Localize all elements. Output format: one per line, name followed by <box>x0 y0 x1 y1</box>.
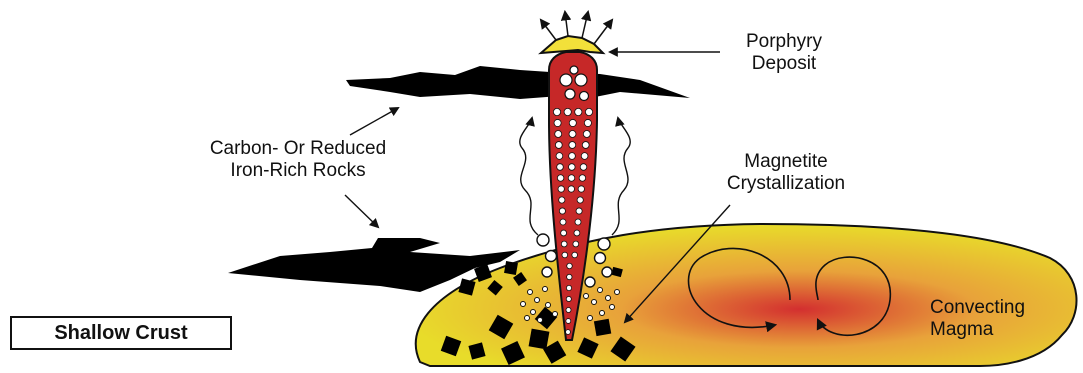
carbon-label-line2: Iron-Rich Rocks <box>178 160 418 182</box>
conduit-bubble <box>579 175 585 181</box>
conduit-bubble <box>569 119 576 126</box>
conduit-bubble <box>553 108 560 115</box>
convecting-label-line1: Convecting <box>930 297 1030 319</box>
magnetite-label-line1: Magnetite <box>706 151 866 173</box>
shallow-crust-legend-text: Shallow Crust <box>12 318 230 348</box>
carbon-rock-upper <box>346 66 690 99</box>
conduit-bubble <box>581 153 588 160</box>
conduit-bubble <box>575 108 582 115</box>
carbon-label-line1: Carbon- Or Reduced <box>178 138 418 160</box>
conduit-bubble <box>566 319 571 324</box>
conduit-bubble <box>557 164 564 171</box>
porphyry-deposit-cap <box>541 36 603 53</box>
conduit-bubble <box>582 142 589 149</box>
carbon-rocks-label: Carbon- Or Reduced Iron-Rich Rocks <box>178 138 418 182</box>
conduit-bubble <box>569 142 576 149</box>
conduit-bubble <box>562 252 568 258</box>
conduit-bubble <box>569 131 576 138</box>
conduit-bubble <box>560 74 572 86</box>
conduit-bubble <box>572 252 578 258</box>
conduit-bubble <box>566 285 571 290</box>
conduit-bubble <box>570 66 578 74</box>
conduit-bubble <box>561 241 567 247</box>
conduit-bubble <box>577 197 583 203</box>
porphyry-label-line2: Deposit <box>724 53 844 75</box>
conduit-bubble <box>555 131 562 138</box>
conduit-bubble <box>575 219 581 225</box>
conduit-bubble <box>568 186 574 192</box>
magnetite-label: Magnetite Crystallization <box>706 151 866 195</box>
conduit-bubble <box>565 89 575 99</box>
shallow-crust-legend: Shallow Crust <box>10 316 232 350</box>
conduit-bubble <box>566 330 571 335</box>
conduit-bubble <box>559 208 565 214</box>
conduit-bubble <box>561 230 567 236</box>
conduit-bubble <box>560 219 566 225</box>
conduit-bubble <box>567 274 572 279</box>
conduit-bubble <box>583 131 590 138</box>
conduit-bubble <box>580 92 589 101</box>
conduit-bubble <box>557 175 563 181</box>
magnetite-label-line2: Crystallization <box>706 173 866 195</box>
conduit-bubble <box>578 186 584 192</box>
conduit-bubble <box>555 142 562 149</box>
convecting-magma-label: Convecting Magma <box>930 297 1030 341</box>
conduit-bubble <box>576 208 582 214</box>
conduit-bubble <box>575 74 587 86</box>
conduit-bubble <box>566 307 571 312</box>
conduit-bubble <box>554 119 561 126</box>
conduit-bubble <box>564 108 571 115</box>
conduit-bubble <box>584 119 591 126</box>
conduit-bubble <box>574 230 580 236</box>
conduit-bubble <box>585 108 592 115</box>
conduit-bubble <box>566 296 571 301</box>
conduit-bubble <box>568 175 574 181</box>
conduit-bubble <box>569 153 576 160</box>
convecting-label-line2: Magma <box>930 319 1030 341</box>
conduit-bubble <box>558 186 564 192</box>
conduit-bubble <box>567 263 573 269</box>
porphyry-label-line1: Porphyry <box>724 31 844 53</box>
conduit-bubble <box>573 241 579 247</box>
conduit-bubble <box>556 153 563 160</box>
porphyry-deposit-label: Porphyry Deposit <box>724 31 844 75</box>
conduit-bubble <box>559 197 565 203</box>
conduit-bubble <box>569 164 576 171</box>
conduit-bubble <box>580 164 587 171</box>
